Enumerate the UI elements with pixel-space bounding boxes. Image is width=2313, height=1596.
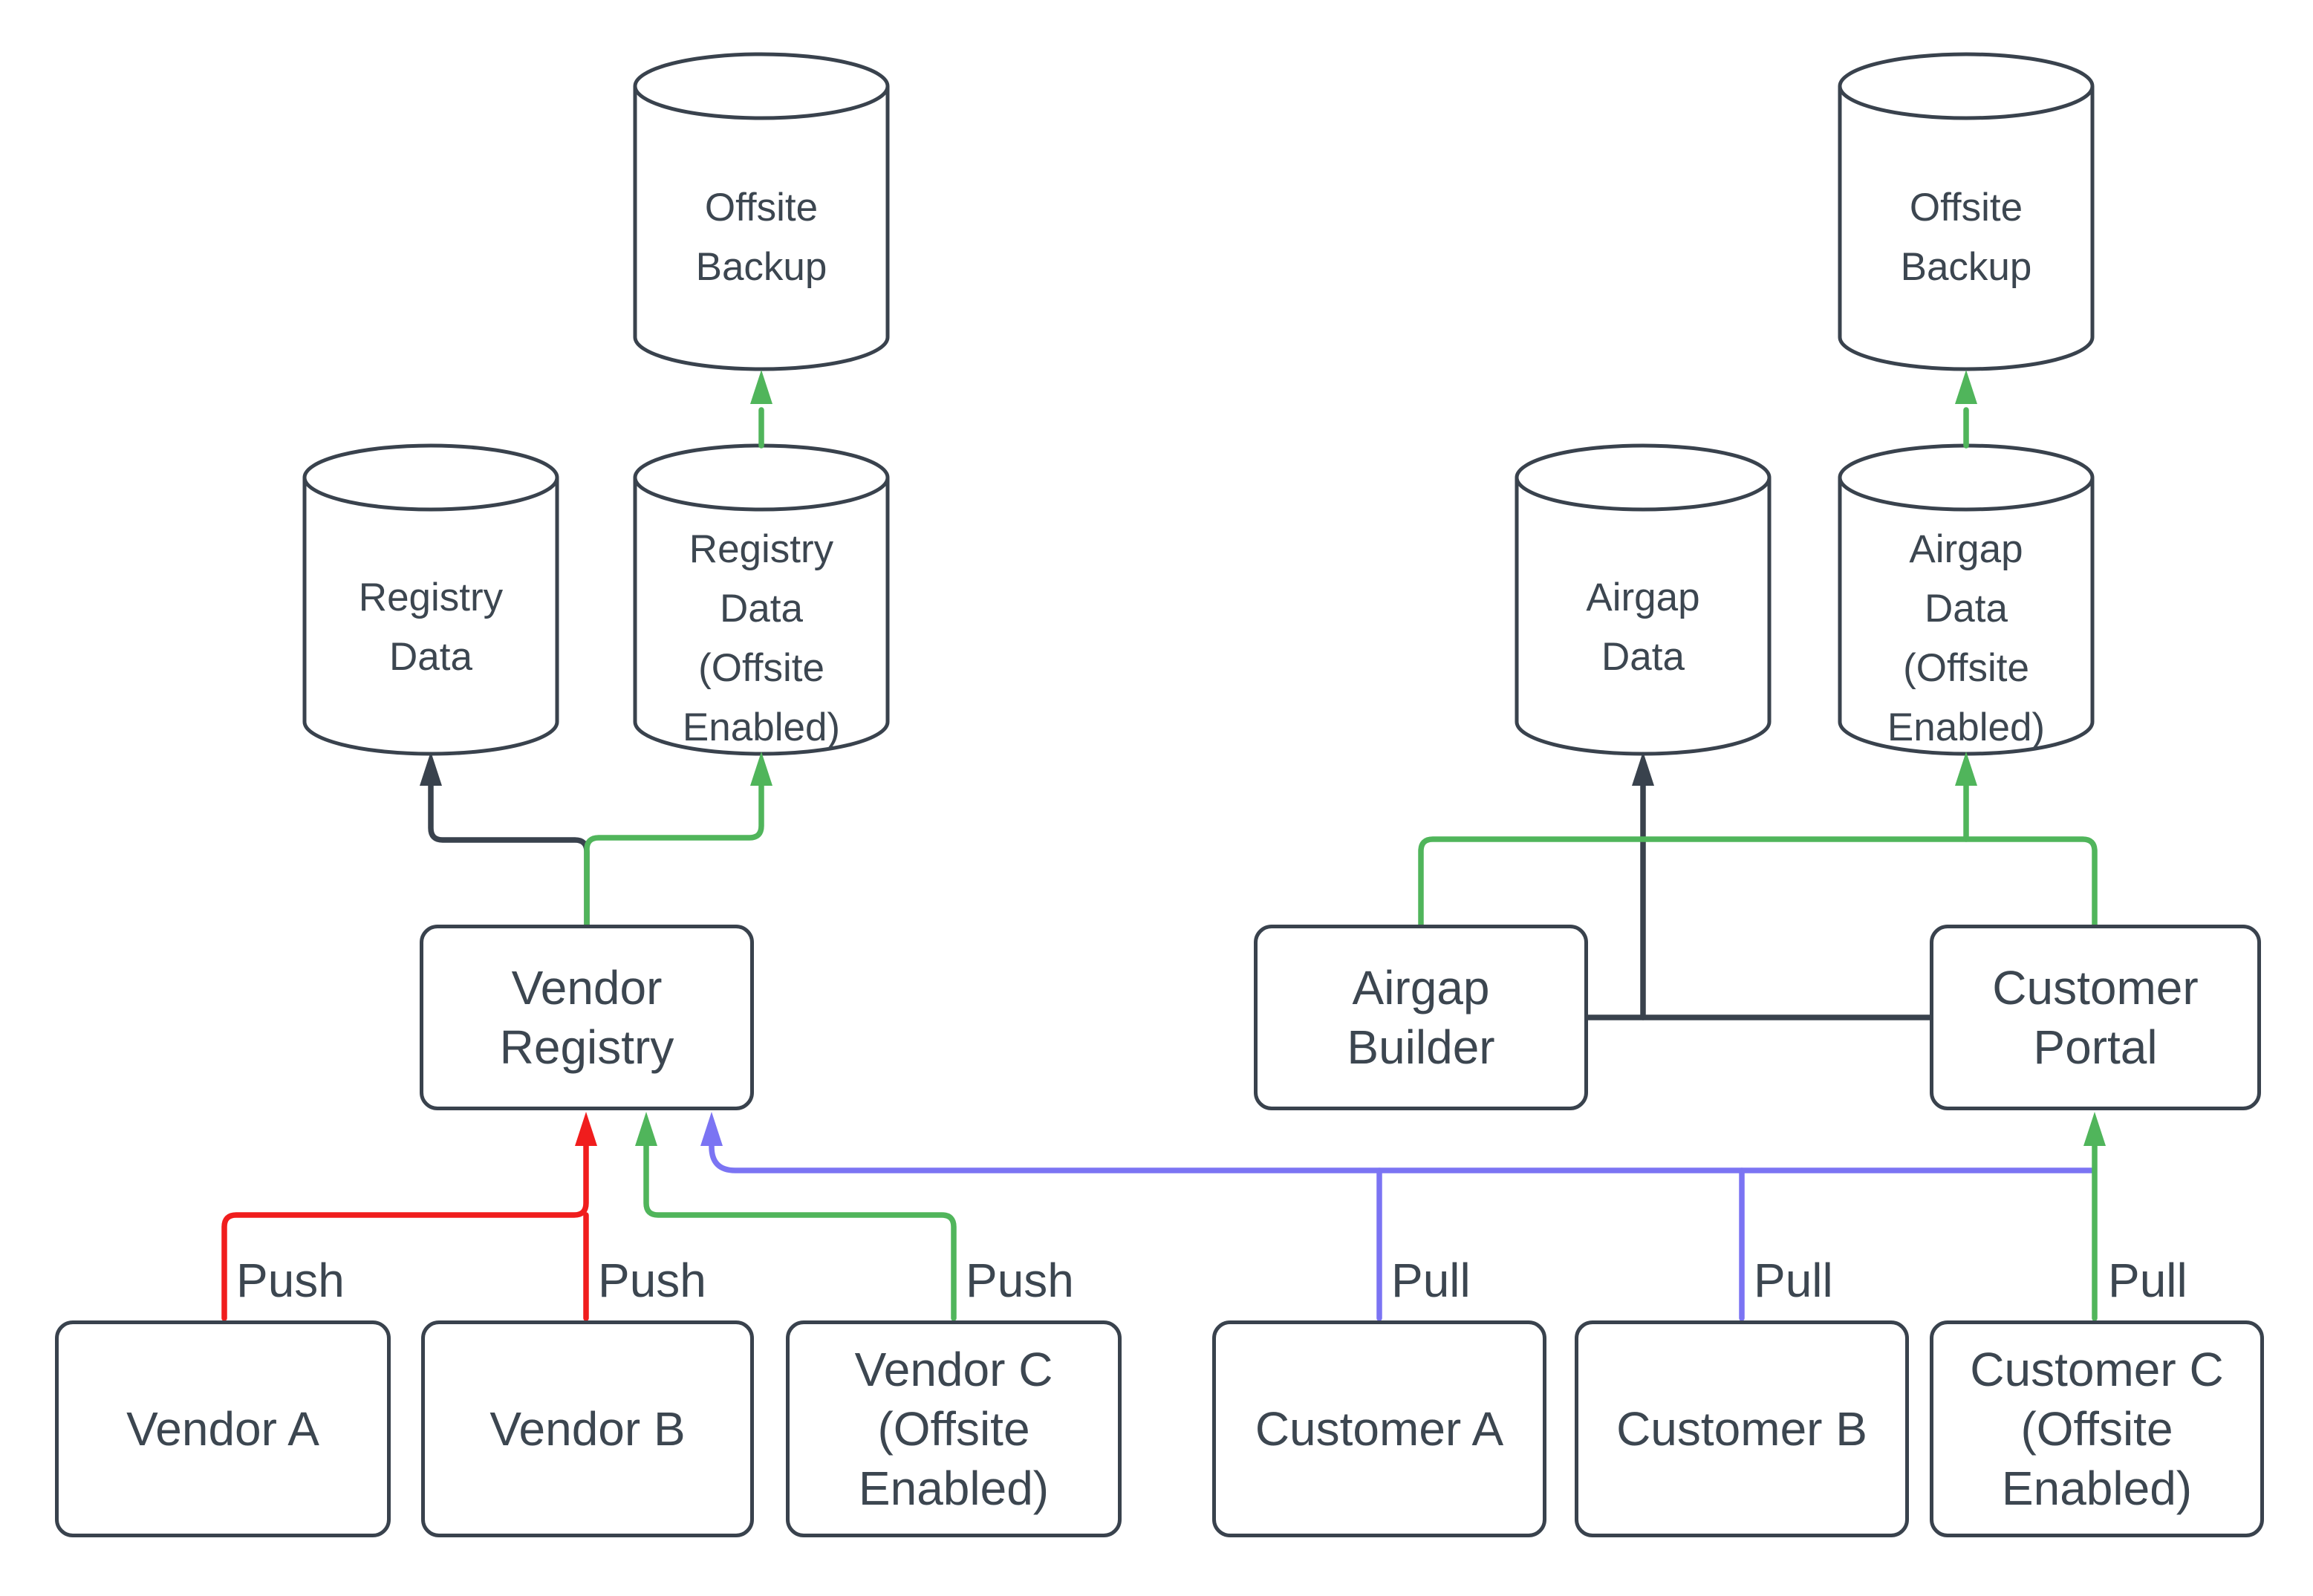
node-label-airgap-builder: Airgap Builder [1347, 961, 1495, 1074]
edge-label-push-vendor-b: Push [598, 1254, 706, 1307]
node-label-customer-a: Customer A [1255, 1402, 1504, 1456]
arrowhead-registry-data-offsite [750, 752, 772, 786]
node-airgap-builder: Airgap Builder [1254, 925, 1588, 1110]
arrowhead-registry-data [420, 752, 442, 786]
node-customer-a: Customer A [1212, 1320, 1546, 1537]
node-customer-portal: Customer Portal [1930, 925, 2261, 1110]
node-vendor-registry: Vendor Registry [420, 925, 754, 1110]
arrowhead-offsite-backup-right [1955, 370, 1977, 404]
node-label-customer-b: Customer B [1616, 1402, 1867, 1456]
node-label-vendor-b: Vendor B [489, 1402, 686, 1456]
arrowhead-airgap-data-offsite [1955, 752, 1977, 786]
cylinder-registry-data-offsite [633, 443, 890, 756]
cylinder-airgap-data-offsite [1838, 443, 2095, 756]
edge-vendor-c-push [643, 1143, 957, 1321]
node-customer-b: Customer B [1575, 1320, 1909, 1537]
node-customer-c: Customer C (Offsite Enabled) [1930, 1320, 2264, 1537]
edge-label-pull-customer-b: Pull [1754, 1254, 1833, 1307]
edge-label-pull-customer-c: Pull [2108, 1254, 2187, 1307]
arrowhead-airgap-data [1632, 752, 1654, 786]
node-label-vendor-a: Vendor A [126, 1402, 319, 1456]
edge-label-push-vendor-a: Push [236, 1254, 345, 1307]
node-label-customer-c: Customer C (Offsite Enabled) [1970, 1343, 2224, 1515]
cylinder-offsite-backup-right [1838, 52, 2095, 371]
cylinder-offsite-backup-left [633, 52, 890, 371]
edge-builder-portal-offsite-bus [1418, 836, 2098, 928]
edge-label-push-vendor-c: Push [966, 1254, 1074, 1307]
cylinder-airgap-data [1515, 443, 1772, 756]
edge-vendor-a-push [221, 1143, 589, 1321]
cylinder-registry-data [302, 443, 559, 756]
node-label-vendor-c: Vendor C (Offsite Enabled) [854, 1343, 1053, 1515]
edge-pull-bus-to-vendor-registry [709, 1143, 2096, 1173]
arrowhead-push-red [575, 1112, 597, 1146]
node-label-vendor-registry: Vendor Registry [499, 961, 674, 1074]
node-vendor-a: Vendor A [55, 1320, 391, 1537]
node-vendor-b: Vendor B [421, 1320, 754, 1537]
arrowhead-pull-green-customer-portal [2083, 1112, 2106, 1146]
node-label-customer-portal: Customer Portal [1992, 961, 2199, 1074]
arrowhead-offsite-backup-left [750, 370, 772, 404]
arrowhead-pull-blue [700, 1112, 723, 1146]
edge-label-pull-customer-a: Pull [1391, 1254, 1471, 1307]
edge-vendor-registry-to-registry-data-offsite [584, 783, 764, 931]
edge-vendor-registry-to-registry-data [428, 783, 590, 931]
node-vendor-c: Vendor C (Offsite Enabled) [786, 1320, 1122, 1537]
arrowhead-push-green [635, 1112, 657, 1146]
